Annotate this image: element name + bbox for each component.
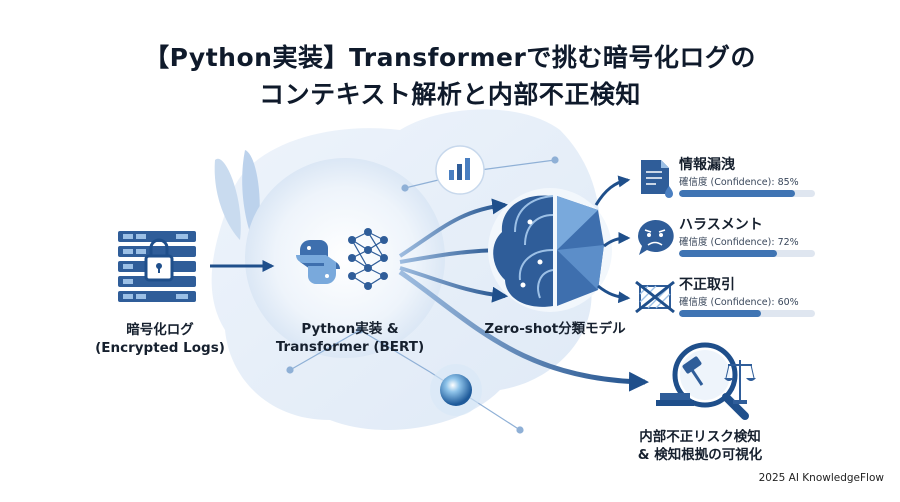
transformer-label: Python実装 & Transformer (BERT) xyxy=(265,320,435,356)
category-title: 不正取引 xyxy=(679,277,735,293)
python-logo-icon xyxy=(296,240,340,284)
confidence-bar xyxy=(679,250,815,257)
category-title: 情報漏洩 xyxy=(679,157,735,173)
encrypted-logs-label: 暗号化ログ (Encrypted Logs) xyxy=(90,321,230,357)
output-label-line2: & 検知根拠の可視化 xyxy=(637,447,763,463)
neural-network-icon xyxy=(348,228,388,290)
confidence-bar-fill xyxy=(679,190,795,197)
category-confidence-text: 確信度 (Confidence): 60% xyxy=(679,297,799,308)
center-glow xyxy=(245,158,445,358)
category-title: ハラスメント xyxy=(679,217,763,233)
glowing-orb-icon xyxy=(430,364,482,416)
chart-badge-icon xyxy=(435,145,485,195)
zero-shot-label: Zero-shot分類モデル xyxy=(484,321,626,337)
footer-credit: 2025 AI KnowledgeFlow xyxy=(758,472,884,484)
transformer-label-line1: Python実装 & xyxy=(301,321,399,337)
confidence-bar xyxy=(679,310,815,317)
confidence-bar-fill xyxy=(679,250,777,257)
output-label: 内部不正リスク検知 & 検知根拠の可視化 xyxy=(615,428,785,464)
arrow-to-output xyxy=(398,269,649,392)
transformer-label-line2: Transformer (BERT) xyxy=(275,339,425,355)
category-confidence-text: 確信度 (Confidence): 72% xyxy=(679,237,799,248)
encrypted-logs-label-jp: 暗号化ログ xyxy=(126,322,194,338)
encrypted-server-icon xyxy=(118,231,196,302)
page-title-line1: 【Python実装】Transformerで挑む暗号化ログの xyxy=(144,43,756,72)
page-title-line2: コンテキスト解析と内部不正検知 xyxy=(259,80,641,109)
encrypted-logs-label-en: (Encrypted Logs) xyxy=(95,340,225,356)
brain-model-icon xyxy=(488,188,612,312)
arrows-to-categories xyxy=(594,175,631,304)
angry-chat-icon xyxy=(638,219,674,255)
output-label-line1: 内部不正リスク検知 xyxy=(639,429,761,445)
confidence-bar xyxy=(679,190,815,197)
fraud-transaction-icon xyxy=(635,280,675,314)
gavel-magnifier-icon xyxy=(656,342,756,420)
document-leak-icon xyxy=(641,160,673,198)
category-confidence-text: 確信度 (Confidence): 85% xyxy=(679,177,799,188)
confidence-bar-fill xyxy=(679,310,761,317)
